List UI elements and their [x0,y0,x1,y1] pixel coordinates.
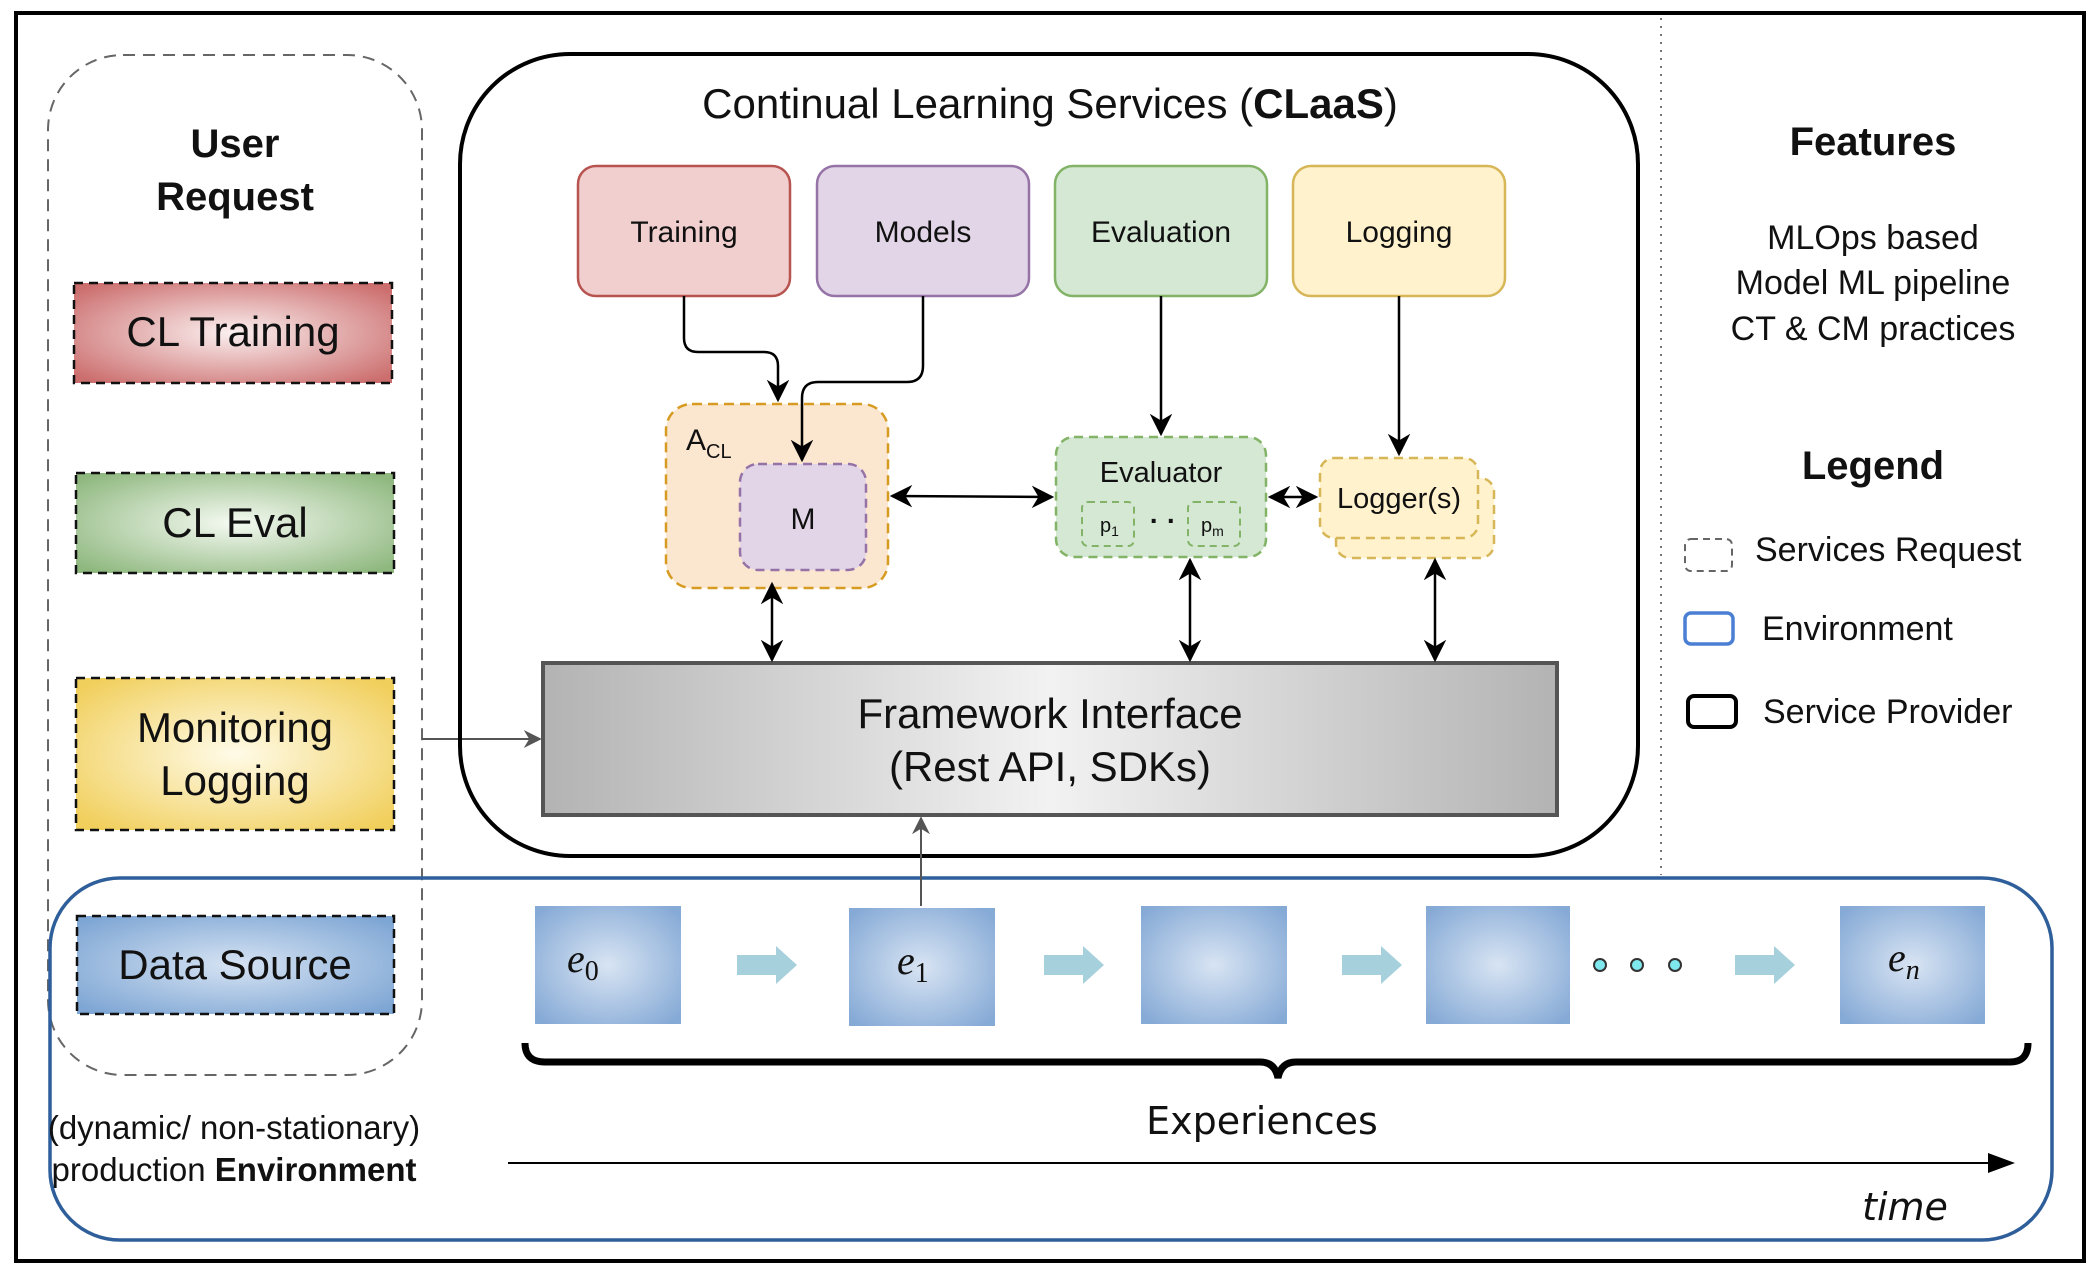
evaluator-box[interactable]: Evaluator p1 · · pm [1054,435,1268,559]
legend-title: Legend [1802,444,1944,488]
service-logging[interactable]: Logging [1291,164,1507,298]
claas-provider: Continual Learning Services (CLaaS) Trai… [458,52,1640,858]
flow-arrow-4 [1735,946,1795,984]
experience-flow-arrows [737,946,1795,984]
experience-e3[interactable] [1426,906,1570,1024]
acl-label: ACL [686,424,732,463]
svg-text:Services Request: Services Request [1755,531,2022,569]
service-models[interactable]: Models [815,164,1031,298]
models-to-m-arrow [790,296,925,463]
flow-arrow-1 [737,946,797,984]
features-panel: Features MLOps based Model ML pipeline C… [1731,120,2016,348]
request-cl-training[interactable]: CL Training [72,281,394,385]
svg-text:pm: pm [1201,515,1224,539]
time-label: time [1862,1185,1948,1229]
feature-line-2: Model ML pipeline [1736,264,2011,302]
time-arrowhead [1988,1153,2015,1173]
experience-e1-label: e1 [897,938,929,989]
experience-e0[interactable]: e0 [535,906,681,1024]
service-evaluation[interactable]: Evaluation [1053,164,1269,298]
experience-e1[interactable]: e1 [849,908,995,1026]
environment-panel: Data Source e0 e1 en [48,816,2054,1242]
environment-caption-line2: production Environment [52,1151,417,1188]
experience-e0-label: e0 [567,936,599,987]
request-cl-eval[interactable]: CL Eval [74,471,396,575]
request-data-source-label: Data Source [118,941,351,988]
dashed-box-icon [1684,538,1733,572]
svg-text:Environment: Environment [1762,610,1953,648]
user-request-panel: User Request CL Training CL Eval Monitor… [47,54,423,1076]
loggers-label: Logger(s) [1337,483,1461,515]
request-logging-label: Logging [160,757,309,804]
request-monitoring-logging[interactable]: Monitoring Logging [74,676,396,832]
legend: Legend Services Request Environment Serv… [1683,444,2022,731]
metric-ellipsis: · · [1150,505,1176,536]
service-training-label: Training [630,216,737,249]
black-box-icon [1686,694,1738,729]
framework-line1: Framework Interface [857,690,1242,737]
framework-line2: (Rest API, SDKs) [889,743,1211,790]
acl-evaluator-arrow [889,484,1055,509]
acl-algorithm-box[interactable]: ACL M [664,402,890,590]
request-monitoring-label: Monitoring [137,704,333,751]
request-cl-eval-label: CL Eval [162,499,308,546]
experiences-brace [521,1042,2032,1079]
model-m-label: M [791,503,816,536]
experience-en[interactable]: en [1840,906,1985,1024]
model-m-box[interactable]: M [738,462,868,572]
feature-line-3: CT & CM practices [1731,310,2016,348]
flow-arrow-2 [1044,946,1104,984]
user-request-title-line2: Request [156,175,314,219]
legend-item-services-request: Services Request [1684,531,2022,572]
ellipsis-dots [1593,958,1682,972]
user-request-title-line1: User [191,122,280,166]
service-evaluation-label: Evaluation [1091,216,1231,249]
legend-item-service-provider: Service Provider [1686,693,2012,731]
blue-box-icon [1683,611,1735,646]
legend-item-environment: Environment [1683,610,1953,648]
features-title: Features [1790,120,1957,164]
outer-frame [14,11,2086,1263]
evaluator-label: Evaluator [1100,457,1223,489]
request-data-source[interactable]: Data Source [75,914,396,1016]
request-cl-training-label: CL Training [126,308,339,355]
metric-pm: pm [1187,501,1241,547]
training-to-acl-arrow [682,296,790,403]
metric-p1: p1 [1081,501,1135,547]
service-models-label: Models [875,216,972,249]
flow-arrow-3 [1342,946,1402,984]
feature-line-1: MLOps based [1767,219,1979,257]
claas-title: Continual Learning Services (CLaaS) [702,80,1398,127]
experience-en-label: en [1888,935,1920,986]
framework-interface[interactable]: Framework Interface (Rest API, SDKs) [541,661,1559,817]
service-logging-label: Logging [1346,216,1453,249]
svg-text:p1: p1 [1100,515,1119,539]
environment-caption-line1: (dynamic/ non-stationary) [48,1109,420,1146]
experience-e2[interactable] [1141,906,1287,1024]
svg-text:Service Provider: Service Provider [1763,693,2012,731]
loggers-box[interactable]: Logger(s) [1318,456,1496,560]
service-training[interactable]: Training [576,164,792,298]
experiences-label: Experiences [1146,1099,1378,1143]
